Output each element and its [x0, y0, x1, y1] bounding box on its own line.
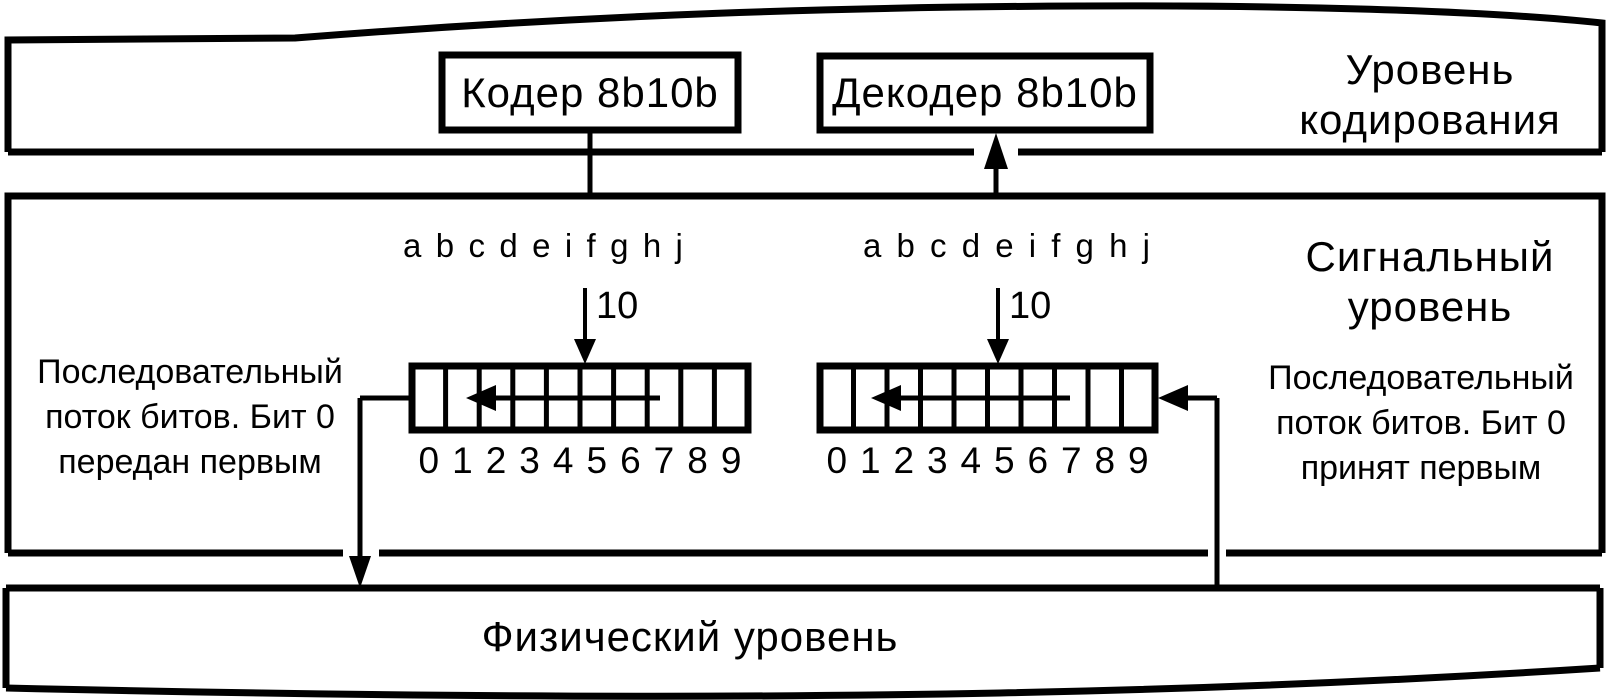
rx-ten-bit-arrowhead-down	[987, 339, 1009, 364]
bit-number: 0	[418, 440, 440, 481]
bit-number: 1	[859, 440, 881, 481]
bit-number: 2	[893, 440, 915, 481]
bit-letter: f	[1051, 227, 1061, 264]
rx-bit-numbers-row: 0 1 2 3 4 5 6 7 8 9	[820, 440, 1155, 482]
physical-layer-label: Физический уровень	[481, 613, 899, 660]
bit-letter: d	[961, 227, 981, 264]
bit-number: 7	[1060, 440, 1082, 481]
bit-number: 5	[586, 440, 608, 481]
bit-letter: e	[532, 227, 551, 264]
bit-letter: f	[586, 227, 596, 264]
tx-serial-stream-note: Последовательный поток битов. Бит 0 пере…	[37, 353, 343, 481]
bit-letter: e	[995, 227, 1014, 264]
bit-letter: g	[610, 227, 629, 264]
rx-bit-letters-row: a b c d e i f g h j	[863, 227, 1150, 265]
tx-ten-bit-arrowhead-down	[574, 339, 596, 364]
bit-number: 0	[826, 440, 848, 481]
bit-number: 3	[519, 440, 540, 481]
bit-number: 8	[1094, 440, 1116, 481]
physical-layer-box	[2, 584, 1604, 688]
bit-number: 6	[620, 440, 641, 481]
signal-layer-box	[4, 192, 1606, 553]
tx-bit-letters-row: a b c d e i f g h j	[403, 227, 683, 265]
bit-letter: j	[675, 227, 683, 264]
bit-letter: c	[930, 227, 947, 264]
bit-number: 4	[552, 440, 574, 481]
rx-shift-arrowhead-left	[871, 385, 901, 411]
bit-letter: h	[1109, 227, 1128, 264]
decoder-label: Декодер 8b10b	[832, 69, 1138, 116]
coding-layer-label: Уровень кодирования	[1299, 46, 1561, 143]
bit-letter: d	[499, 227, 518, 264]
bit-number: 2	[485, 440, 507, 481]
tx-shift-arrowhead-left	[466, 385, 496, 411]
bit-letter: j	[1142, 227, 1150, 264]
bit-number: 1	[452, 440, 473, 481]
bit-letter: i	[564, 227, 573, 264]
tx-serial-arrowhead-down	[349, 556, 371, 588]
bit-number: 8	[687, 440, 708, 481]
bit-letter: a	[403, 227, 422, 264]
physical-layer-box-bottom-edge	[5, 664, 1601, 700]
bit-number: 9	[1127, 440, 1149, 481]
rx-ten-bits-label: 10	[1009, 285, 1052, 327]
decoder-box	[816, 52, 1154, 134]
rx-serial-arrowhead-left	[1158, 385, 1188, 411]
encoder-label: Кодер 8b10b	[461, 68, 719, 116]
signal-layer-label: Сигнальный уровень	[1305, 233, 1555, 330]
tx-bit-numbers-row: 0 1 2 3 4 5 6 7 8 9	[412, 440, 748, 482]
tx-ten-bits-label: 10	[596, 285, 639, 327]
bit-letter: h	[642, 227, 662, 264]
bit-letter: a	[863, 227, 882, 264]
decoder-arrowhead-up	[984, 133, 1008, 169]
bit-letter: b	[435, 227, 455, 264]
bit-number: 7	[653, 440, 675, 481]
bit-number: 4	[960, 440, 982, 481]
coding-layer-box	[4, 2, 1606, 152]
bit-number: 9	[720, 440, 742, 481]
bit-number: 3	[926, 440, 948, 481]
bit-letter: b	[896, 227, 915, 264]
bit-letter: i	[1028, 227, 1037, 264]
tx-serial-out-line	[357, 395, 412, 557]
bit-letter: c	[468, 227, 485, 264]
rx-serial-in-line	[1188, 395, 1220, 588]
bit-number: 6	[1027, 440, 1049, 481]
bit-number: 5	[993, 440, 1015, 481]
bit-letter: g	[1075, 227, 1094, 264]
rx-serial-stream-note: Последовательный поток битов. Бит 0 прин…	[1268, 359, 1574, 487]
